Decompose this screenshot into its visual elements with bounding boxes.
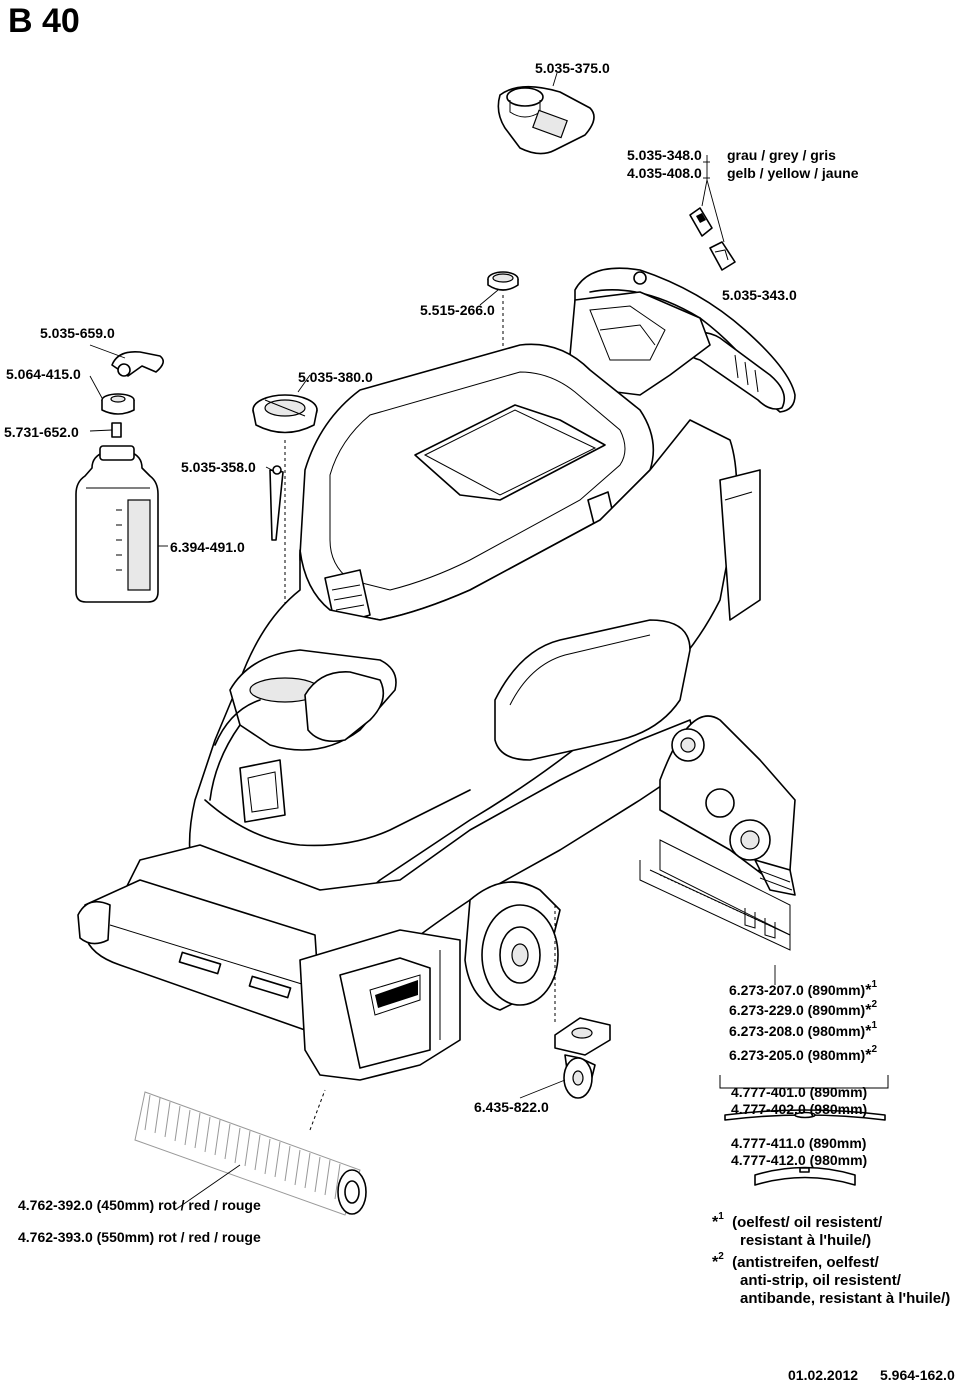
label-key-grey-color: grau / grey / gris — [727, 147, 836, 163]
label-lid: 5.035-380.0 — [298, 369, 373, 385]
note-1-line-2: resistant à l'huile/) — [740, 1232, 872, 1249]
label-handle: 5.035-343.0 — [722, 287, 797, 303]
squeegee-blade — [639, 839, 791, 951]
brush-roller — [134, 1089, 367, 1216]
label-key-yellow: 4.035-408.0 — [627, 165, 702, 181]
machine-body — [77, 267, 796, 1081]
label-blade-412: 4.777-412.0 (980mm) — [731, 1152, 868, 1168]
label-blade-411: 4.777-411.0 (890mm) — [731, 1135, 867, 1151]
note-2-line-3: antibande, resistant à l'huile/) — [740, 1290, 951, 1307]
note-1: *1 (oelfest/ oil resistent/ — [712, 1211, 883, 1231]
page-title: B 40 — [8, 2, 80, 40]
label-brush-550: 4.762-393.0 (550mm) rot / red / rouge — [18, 1229, 261, 1245]
label-blade-229: 6.273-229.0 (890mm)*2 — [729, 999, 877, 1019]
label-key-yellow-color: gelb / yellow / jaune — [727, 165, 859, 181]
label-brush-450: 4.762-392.0 (450mm) rot / red / rouge — [18, 1197, 261, 1213]
label-dipstick: 5.035-358.0 — [181, 459, 256, 475]
label-blade-207: 6.273-207.0 (890mm)*1 — [729, 979, 877, 999]
label-key-grey: 5.035-348.0 — [627, 147, 702, 163]
lid-part — [252, 394, 318, 434]
note-2-line-2: anti-strip, oil resistent/ — [740, 1272, 901, 1289]
filter-part — [487, 271, 519, 291]
label-cap: 5.064-415.0 — [6, 366, 81, 382]
label-blade-205: 6.273-205.0 (980mm)*2 — [729, 1044, 877, 1064]
label-filter: 5.515-266.0 — [420, 302, 495, 318]
key-part — [689, 207, 736, 271]
tray-part — [497, 85, 595, 155]
footer-doc-number: 5.964-162.0 — [880, 1367, 955, 1383]
blade-2 — [724, 1109, 886, 1121]
blade-3 — [754, 1166, 856, 1186]
blade-1 — [719, 1075, 889, 1089]
footer-date: 01.02.2012 — [788, 1367, 859, 1383]
label-bottle: 6.394-491.0 — [170, 539, 245, 555]
label-blade-401: 4.777-401.0 (890mm) — [731, 1084, 868, 1100]
label-valve: 5.731-652.0 — [4, 424, 79, 440]
label-cap-lever: 5.035-659.0 — [40, 325, 115, 341]
dipstick-part — [269, 465, 284, 541]
label-caster: 6.435-822.0 — [474, 1099, 549, 1115]
label-blade-402: 4.777-402.0 (980mm) — [731, 1101, 868, 1117]
label-tray: 5.035-375.0 — [535, 60, 610, 76]
caster-part — [554, 1017, 611, 1099]
bottle-assembly — [75, 350, 164, 603]
note-2: *2 (antistreifen, oelfest/ — [712, 1251, 879, 1271]
label-blade-208: 6.273-208.0 (980mm)*1 — [729, 1020, 877, 1040]
